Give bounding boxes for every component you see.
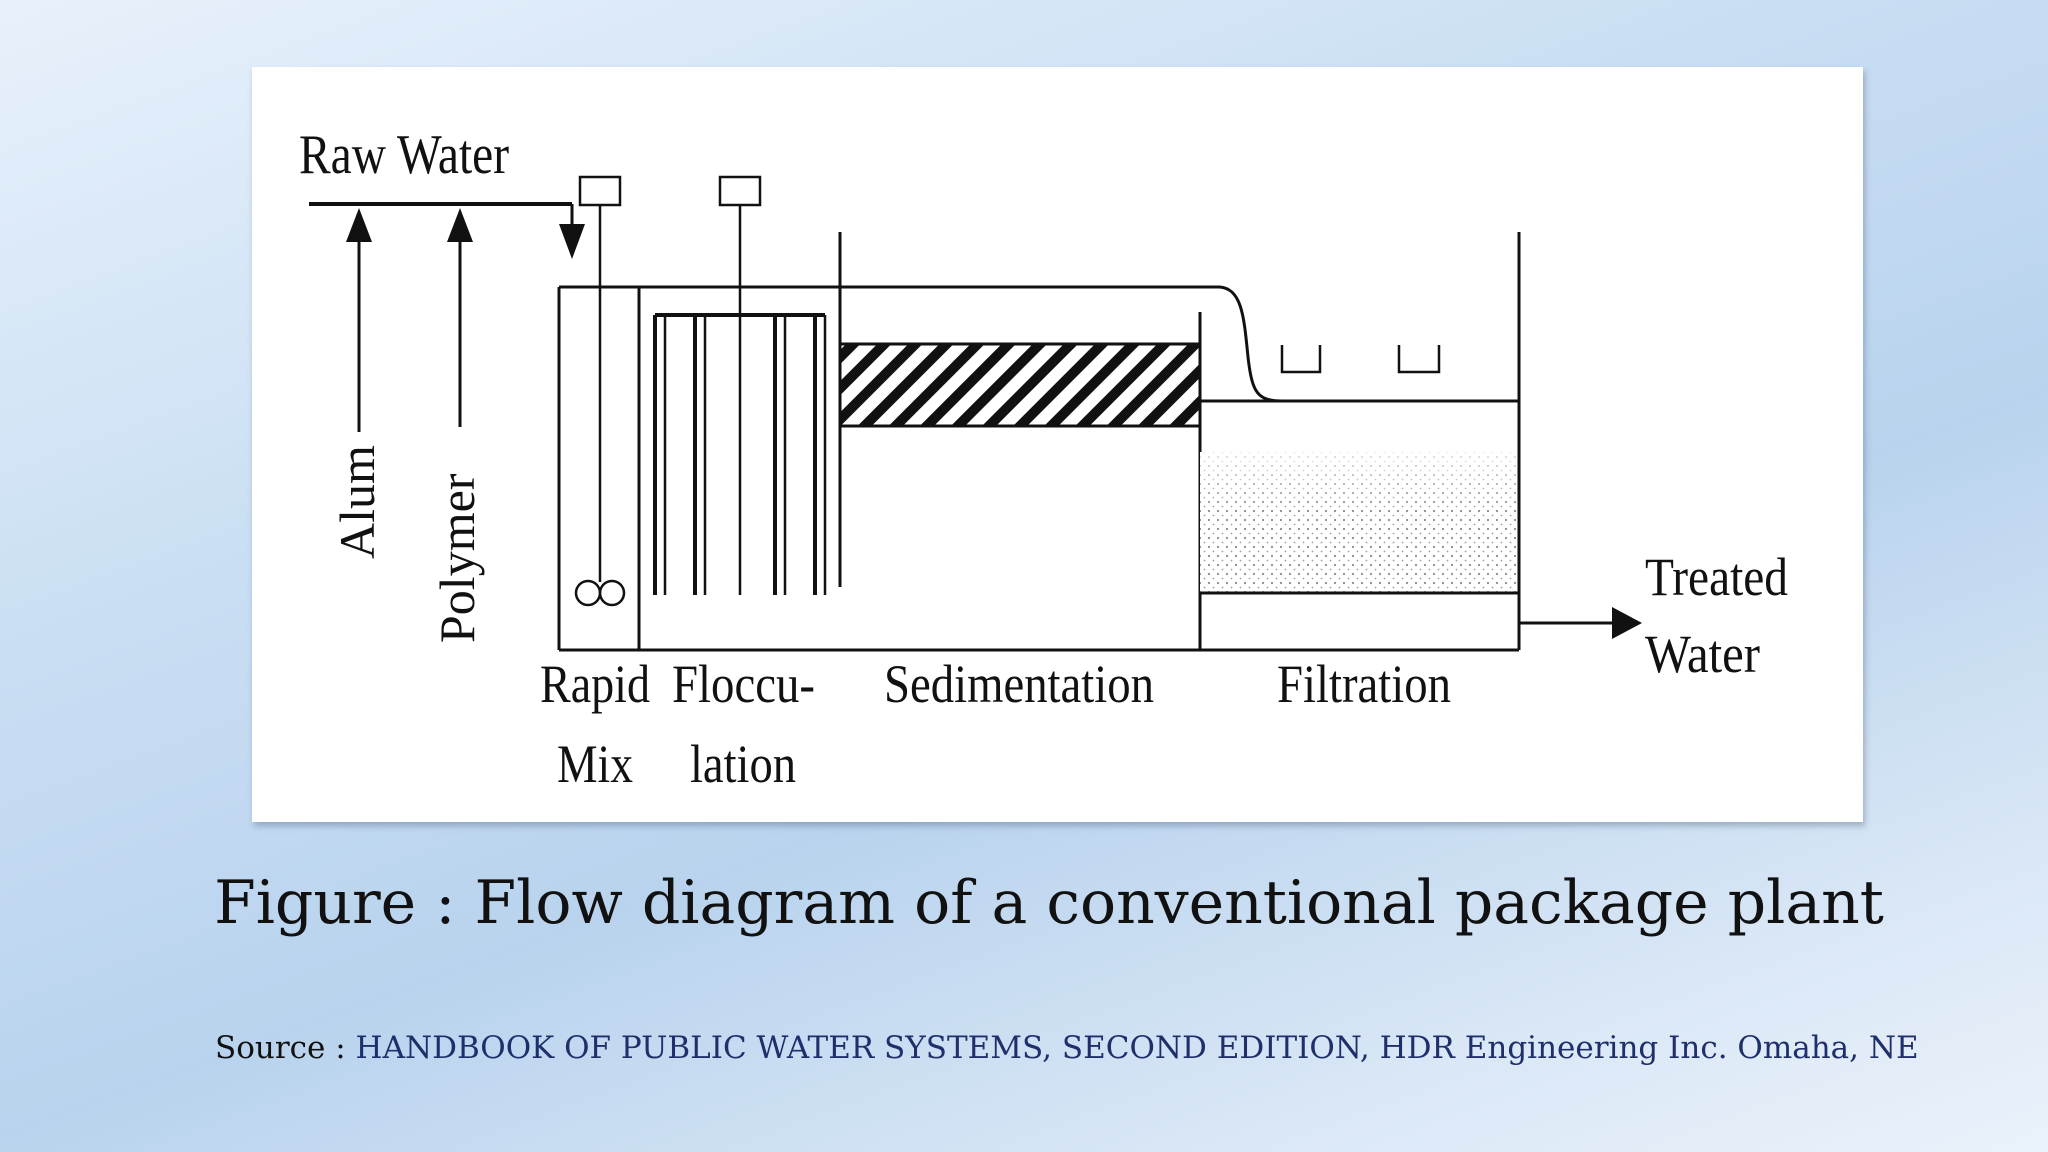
raw-water-label: Raw Water (299, 124, 509, 186)
wash-troughs (1280, 345, 1441, 374)
sedimentation-label: Sedimentation (884, 654, 1154, 714)
rapid-label: Rapid (540, 654, 650, 714)
source-citation: Source : HANDBOOK OF PUBLIC WATER SYSTEM… (215, 1030, 1919, 1066)
water-label: Water (1645, 624, 1760, 684)
figure-caption: Figure : Flow diagram of a conventional … (214, 868, 1884, 938)
source-text: HANDBOOK OF PUBLIC WATER SYSTEMS, SECOND… (355, 1030, 1919, 1066)
polymer-arrow-head (447, 208, 473, 242)
rapid-mix-mixer (574, 175, 626, 607)
alum-label: Alum (329, 445, 385, 559)
filter-unit (1200, 232, 1521, 650)
alum-arrow-head (346, 208, 372, 242)
flow-diagram: Raw Water Alum Polymer Rapid Mix Floccu-… (299, 124, 1788, 794)
treated-label: Treated (1645, 547, 1788, 607)
source-label: Source : (215, 1030, 356, 1066)
floccu-label: Floccu- (672, 654, 815, 714)
figure-card: Raw Water Alum Polymer Rapid Mix Floccu-… (252, 67, 1863, 822)
filtration-label: Filtration (1277, 654, 1451, 714)
polymer-label: Polymer (429, 473, 485, 643)
raw-water-pipe (309, 202, 574, 232)
outlet-arrow-head (1612, 607, 1642, 639)
tube-settler-hatch (838, 342, 1202, 428)
mix-label: Mix (557, 734, 633, 794)
inlet-arrow-head (559, 224, 585, 259)
flocculation-paddles (653, 175, 827, 595)
lation-label: lation (690, 734, 796, 794)
